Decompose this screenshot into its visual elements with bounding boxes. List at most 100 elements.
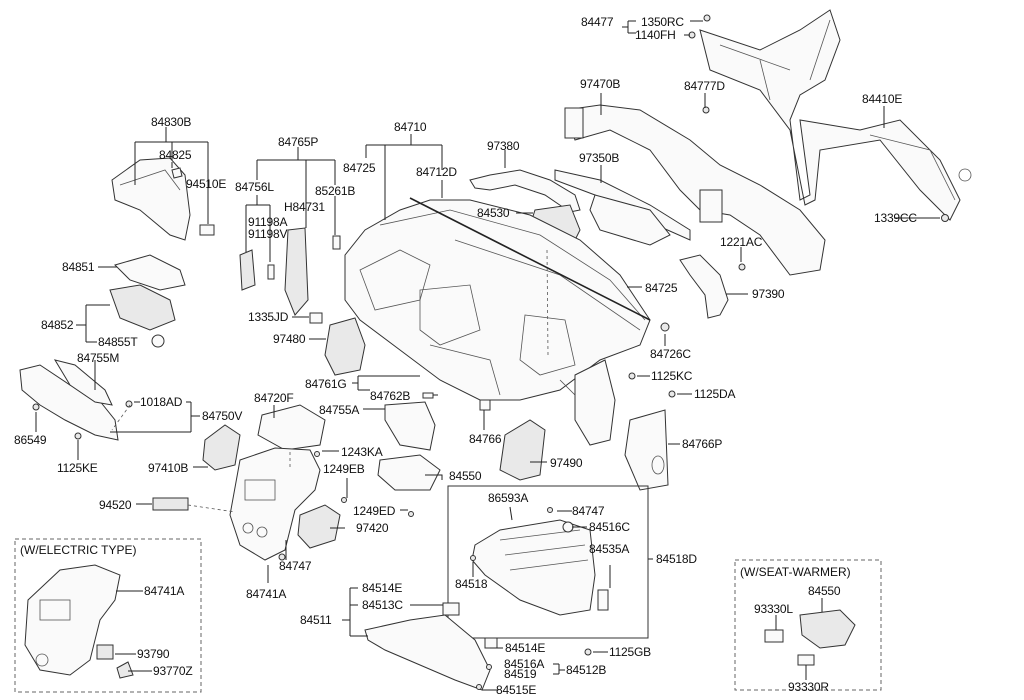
cowl-cross-bar-part[interactable] (699, 9, 972, 221)
cluster-hood-part[interactable] (111, 157, 191, 241)
switch-93770Z-part[interactable] (116, 661, 134, 679)
part-label-97410B[interactable]: 97410B (148, 461, 189, 475)
part-label-84750V[interactable]: 84750V (202, 409, 243, 423)
part-label-1125KC[interactable]: 1125KC (651, 369, 693, 383)
part-label-84516A[interactable]: 84516A (504, 657, 545, 671)
part-label-84855T[interactable]: 84855T (98, 335, 138, 349)
part-label-86593A[interactable]: 86593A (488, 491, 529, 505)
part-label-84516C[interactable]: 84516C (589, 520, 630, 534)
part-label-84530[interactable]: 84530 (477, 206, 510, 220)
part-label-84550[interactable]: 84550 (449, 469, 482, 483)
cap-84766-part[interactable] (479, 399, 491, 411)
part-label-97490[interactable]: 97490 (550, 456, 583, 470)
part-label-1125DA[interactable]: 1125DA (694, 387, 736, 401)
part-label-85261B[interactable]: 85261B (315, 184, 356, 198)
switch-holder-84550-part[interactable] (377, 454, 441, 491)
part-label-1125GB[interactable]: 1125GB (609, 645, 651, 659)
part-label-84477[interactable]: 84477 (581, 15, 614, 29)
vent-97490-part[interactable] (499, 419, 546, 481)
part-label-84765P[interactable]: 84765P (278, 135, 319, 149)
defroster-duct-part[interactable] (564, 104, 826, 276)
cover-84755A-part[interactable] (384, 401, 436, 451)
part-label-1221AC[interactable]: 1221AC (720, 235, 763, 249)
part-label-84741A-center[interactable]: 84741A (246, 587, 287, 601)
part-label-84710[interactable]: 84710 (394, 120, 427, 134)
part-label-1243KA[interactable]: 1243KA (341, 445, 383, 459)
part-label-84851[interactable]: 84851 (62, 260, 95, 274)
glove-box-housing-part[interactable] (471, 519, 596, 616)
ring-84855T-part[interactable] (151, 334, 165, 348)
column-upper-shroud-part[interactable] (114, 254, 186, 291)
part-label-1125KE[interactable]: 1125KE (57, 461, 98, 475)
part-label-91198A[interactable]: 91198A (248, 215, 288, 229)
vent-97480-part[interactable] (324, 317, 366, 376)
cap-84762B-part[interactable] (422, 392, 434, 399)
vent-97410B-part[interactable] (202, 424, 241, 471)
part-label-93330L[interactable]: 93330L (754, 602, 793, 616)
part-label-1249EB[interactable]: 1249EB (323, 462, 365, 476)
part-label-97480[interactable]: 97480 (273, 332, 306, 346)
part-label-84756L[interactable]: 84756L (235, 180, 274, 194)
switch-holder-seat-warmer-part[interactable] (799, 609, 856, 649)
part-label-84766P[interactable]: 84766P (682, 437, 723, 451)
part-label-84712D[interactable]: 84712D (416, 165, 457, 179)
part-label-1018AD[interactable]: 1018AD (140, 395, 183, 409)
side-duct-97380-part[interactable] (469, 169, 581, 213)
side-duct-97390-part[interactable] (679, 254, 729, 319)
part-label-84726C[interactable]: 84726C (650, 347, 691, 361)
part-label-97470B[interactable]: 97470B (580, 77, 621, 91)
part-label-84830B[interactable]: 84830B (151, 115, 192, 129)
part-label-84512B[interactable]: 84512B (566, 663, 607, 677)
part-label-1249ED[interactable]: 1249ED (353, 504, 396, 518)
part-label-84725-top[interactable]: 84725 (343, 161, 376, 175)
part-label-84825[interactable]: 84825 (159, 148, 192, 162)
lower-panel-84750V-part[interactable] (19, 364, 119, 441)
pad-84513C-part[interactable] (442, 602, 460, 616)
part-label-93330R[interactable]: 93330R (788, 680, 829, 694)
part-label-84762B[interactable]: 84762B (370, 389, 411, 403)
panel-H84731-part[interactable] (284, 227, 309, 316)
part-label-84518D[interactable]: 84518D (656, 552, 697, 566)
side-cover-84766P-part[interactable] (624, 409, 669, 491)
pad-85261B-part[interactable] (332, 235, 341, 250)
part-label-84519[interactable]: 84519 (504, 667, 537, 681)
cluster-bezel-84756L-part[interactable] (239, 249, 256, 291)
vent-97420-part[interactable] (297, 504, 341, 549)
part-label-84518[interactable]: 84518 (455, 577, 488, 591)
part-label-84514E-top[interactable]: 84514E (362, 581, 403, 595)
clip-84825-part[interactable] (171, 167, 183, 179)
part-label-94510E[interactable]: 94510E (186, 177, 227, 191)
part-label-97390[interactable]: 97390 (752, 287, 785, 301)
column-lower-shroud-part[interactable] (109, 284, 176, 331)
center-fascia-electric-part[interactable] (24, 564, 121, 676)
part-label-84755M[interactable]: 84755M (77, 351, 120, 365)
part-label-84755A[interactable]: 84755A (319, 403, 360, 417)
switch-93790-part[interactable] (96, 644, 114, 660)
part-label-84511[interactable]: 84511 (300, 613, 332, 627)
part-label-84513C[interactable]: 84513C (362, 598, 403, 612)
part-label-97420[interactable]: 97420 (356, 521, 389, 535)
part-label-97350B[interactable]: 97350B (579, 151, 620, 165)
switch-94510E-part[interactable] (199, 224, 215, 236)
part-label-84741A-electric[interactable]: 84741A (144, 584, 185, 598)
clip-1335JD-part[interactable] (309, 312, 323, 324)
part-label-1350RC[interactable]: 1350RC (641, 15, 684, 29)
panel-84755M-part[interactable] (53, 359, 113, 406)
bumper-84516C-part[interactable] (562, 521, 574, 533)
part-label-84766[interactable]: 84766 (469, 432, 502, 446)
part-label-93770Z[interactable]: 93770Z (153, 664, 193, 678)
part-label-86549[interactable]: 86549 (14, 433, 47, 447)
part-label-84515E[interactable]: 84515E (496, 683, 537, 697)
part-label-91198V[interactable]: 91198V (248, 227, 288, 241)
part-label-84550-seat-warmer[interactable]: 84550 (808, 584, 841, 598)
part-label-84535A[interactable]: 84535A (589, 542, 630, 556)
part-label-84725-right[interactable]: 84725 (645, 281, 678, 295)
part-label-1339CC[interactable]: 1339CC (874, 211, 917, 225)
switch-94520-part[interactable] (152, 497, 189, 511)
part-label-84852[interactable]: 84852 (41, 318, 74, 332)
part-label-84514E-bottom[interactable]: 84514E (505, 641, 546, 655)
part-label-H84731[interactable]: H84731 (284, 200, 325, 214)
part-label-97380[interactable]: 97380 (487, 139, 520, 153)
part-label-94520[interactable]: 94520 (99, 498, 132, 512)
part-label-84747-center[interactable]: 84747 (279, 559, 312, 573)
